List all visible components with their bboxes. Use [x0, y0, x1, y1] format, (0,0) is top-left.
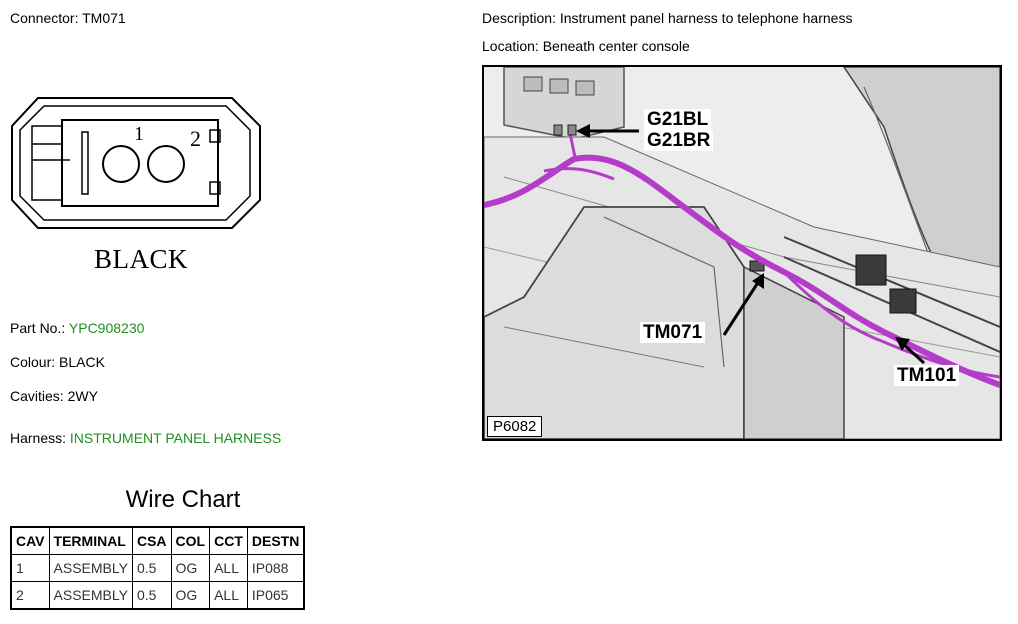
location-text: Beneath center console: [542, 38, 690, 54]
cell-destn-link[interactable]: IP065: [246, 581, 305, 610]
col-header-terminal: TERMINAL: [48, 526, 133, 555]
harness-row: Harness: INSTRUMENT PANEL HARNESS: [10, 430, 281, 446]
col-header-cct: CCT: [209, 526, 248, 555]
connector-label: Connector:: [10, 10, 79, 26]
callout-g21bl: G21BL: [644, 109, 712, 130]
cell-cav: 2: [10, 581, 50, 610]
part-number-row: Part No.: YPC908230: [10, 320, 144, 336]
cell-cct: ALL: [209, 554, 248, 582]
callout-g21br: G21BR: [644, 130, 714, 151]
pin-2-label: 2: [190, 126, 201, 151]
colour-row: Colour: BLACK: [10, 354, 105, 370]
location-label: Location:: [482, 38, 539, 54]
connector-id: TM071: [82, 10, 126, 26]
part-number-link[interactable]: YPC908230: [68, 320, 145, 336]
col-header-cav: CAV: [10, 526, 50, 555]
cell-terminal: ASSEMBLY: [48, 581, 133, 610]
connector-heading: Connector: TM071: [10, 10, 126, 26]
connector-face-diagram: 1 2: [11, 97, 261, 229]
table-row: 2 ASSEMBLY 0.5 OG ALL IP065: [10, 581, 305, 610]
cavities-value: 2WY: [67, 388, 98, 404]
wire-chart-table: CAV TERMINAL CSA COL CCT DESTN 1 ASSEMBL…: [10, 526, 306, 610]
col-header-col: COL: [170, 526, 211, 555]
cell-col: OG: [170, 554, 211, 582]
cell-cav: 1: [10, 554, 50, 582]
description-label: Description:: [482, 10, 556, 26]
harness-link[interactable]: INSTRUMENT PANEL HARNESS: [69, 430, 282, 446]
colour-label: Colour:: [10, 354, 56, 370]
cell-cct: ALL: [209, 581, 248, 610]
photo-id-label: P6082: [487, 416, 543, 437]
location-photo: G21BL G21BR TM071 TM101 P6082: [482, 65, 1002, 441]
description-text: Instrument panel harness to telephone ha…: [559, 10, 853, 26]
callout-tm071: TM071: [640, 322, 706, 343]
cavities-row: Cavities: 2WY: [10, 388, 98, 404]
description-row: Description: Instrument panel harness to…: [482, 10, 852, 26]
location-row: Location: Beneath center console: [482, 38, 690, 54]
col-header-csa: CSA: [131, 526, 172, 555]
wire-chart-header-row: CAV TERMINAL CSA COL CCT DESTN: [10, 526, 305, 555]
wire-chart-title: Wire Chart: [125, 486, 241, 513]
colour-value: BLACK: [59, 354, 105, 370]
pin-1-label: 1: [134, 123, 144, 145]
connector-color-label: BLACK: [94, 244, 189, 274]
cell-csa: 0.5: [131, 554, 172, 582]
cell-destn-link[interactable]: IP088: [246, 554, 305, 582]
cell-csa: 0.5: [131, 581, 172, 610]
callout-tm101: TM101: [894, 365, 960, 386]
col-header-destn: DESTN: [246, 526, 305, 555]
cell-col: OG: [170, 581, 211, 610]
harness-label: Harness:: [10, 430, 67, 446]
cell-terminal: ASSEMBLY: [48, 554, 133, 582]
part-number-label: Part No.:: [10, 320, 66, 336]
cavities-label: Cavities:: [10, 388, 64, 404]
table-row: 1 ASSEMBLY 0.5 OG ALL IP088: [10, 554, 305, 582]
